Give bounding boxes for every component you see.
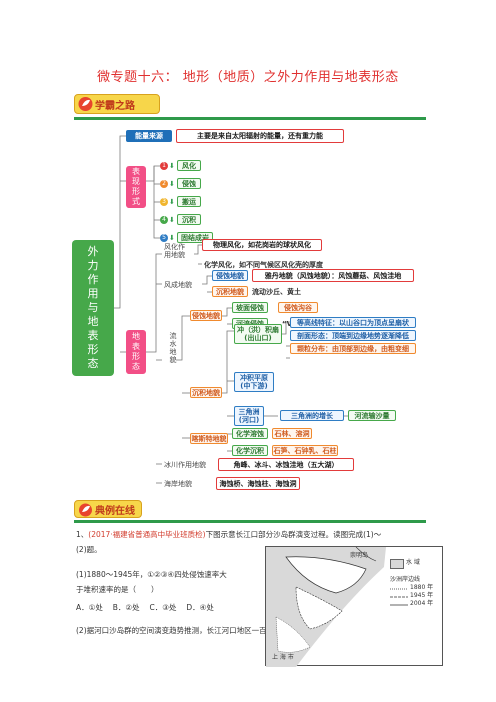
arrow-down-icon: ⬇: [169, 234, 175, 242]
leaf-icon: [78, 97, 93, 111]
dissolution-label: 化学溶蚀: [232, 428, 268, 439]
glacier-landform-content: 角峰、冰斗、冰蚀洼地（五大湖）: [218, 458, 354, 471]
delta-growth: 三角洲的增长: [280, 410, 344, 421]
arrow-left-icon: [344, 415, 348, 417]
map-label-shanghai: 上 海 市: [272, 654, 294, 661]
coast-landform-label: 海岸地貌: [164, 479, 192, 488]
section-badge-study: 学霸之路: [74, 94, 160, 114]
fan-grain-feature: 颗粒分布：由顶部到边缘，由粗变细: [290, 343, 416, 354]
legend-water-swatch: [390, 559, 404, 569]
question-sub1-b: 于堆积速率的是（ ）: [76, 585, 159, 594]
alluvial-plain-label: 冲积平原 (中下游): [234, 372, 274, 392]
water-landform-label: 流水地貌: [169, 332, 177, 364]
step-1-icon: 1: [160, 162, 168, 170]
section-badge-label: 学霸之路: [95, 100, 135, 112]
form-transport: 搬运: [177, 196, 201, 207]
map-label-chongming: 崇明岛: [350, 552, 369, 559]
form-weathering: 风化: [177, 160, 201, 171]
leaf-icon: [79, 503, 92, 517]
legend-1880: 1880 年: [410, 584, 434, 591]
arrow-down-icon: ⬇: [169, 198, 175, 206]
wind-deposition-label: 沉积地貌: [212, 286, 248, 297]
weathering-landform-label: 风化作用地貌: [164, 243, 185, 259]
arrow-right-icon: [264, 415, 278, 417]
fan-contour-feature: 等高线特征：以山谷口为顶点呈扇状: [290, 317, 416, 328]
slope-erosion-label: 坡面侵蚀: [232, 302, 268, 313]
water-deposition-label: 沉积地貌: [190, 387, 222, 398]
dissolution-content: 石林、溶洞: [272, 428, 312, 439]
landforms-label: 地表形态: [126, 330, 146, 374]
mind-map: 外力作 用与地 表形态 能量来源 主要是来自太阳辐射的能量，还有重力能 表现形式…: [72, 126, 416, 490]
map-drawing: [266, 547, 386, 667]
question-line-2: (2)题。: [76, 545, 102, 554]
page-title: 微专题十六： 地形（地质）之外力作用与地表形态: [97, 70, 399, 85]
legend-1945: 1945 年: [410, 592, 434, 599]
section-divider: [74, 520, 426, 523]
section-badge-label: 典例在线: [95, 505, 135, 517]
chem-deposition-content: 石笋、石钟乳、石柱: [272, 445, 338, 456]
chemical-weathering: 化学风化，如不同气候区风化壳的厚度: [204, 260, 323, 269]
step-4-icon: 4: [160, 216, 168, 224]
step-5-icon: 5: [160, 234, 168, 242]
section-divider: [74, 117, 426, 120]
wind-landform-label: 风成地貌: [164, 280, 192, 289]
question-line-1: 1、(2017·福建省普通高中毕业班质检)下图示意长江口部分沙岛群演变过程。读图…: [76, 530, 382, 539]
chem-deposition-label: 化学沉积: [232, 445, 268, 456]
question-sub2: (2)据河口沙岛群的空间演变趋势推测，长江河口地区一百多年来( ): [76, 626, 310, 635]
mind-map-connectors: [114, 135, 290, 484]
legend-line-1945: [390, 596, 408, 598]
water-erosion-label: 侵蚀地貌: [190, 310, 222, 321]
arrow-down-icon: ⬇: [169, 180, 175, 188]
karst-label: 喀斯特地貌: [190, 433, 228, 444]
legend-line-2004: [390, 604, 408, 606]
delta-label: 三角洲 (河口): [234, 406, 264, 426]
question-options: A．①处 B．②处 C．③处 D．④处: [76, 603, 214, 612]
section-badge-example: 典例在线: [74, 500, 142, 518]
step-2-icon: 2: [160, 180, 168, 188]
legend-shoreline-title: 沙洲岸边线: [390, 576, 421, 583]
slope-erosion-content: 侵蚀沟谷: [278, 302, 318, 313]
coast-landform-content: 海蚀桥、海蚀柱、海蚀洞: [216, 477, 300, 490]
energy-source-content: 主要是来自太阳辐射的能量，还有重力能: [176, 129, 344, 143]
legend-line-1880: [390, 588, 408, 590]
energy-source-label: 能量来源: [126, 130, 172, 142]
fan-profile-feature: 剖面形态：顶端到边缘地势逐渐降低: [290, 330, 416, 341]
glacier-landform-label: 冰川作用地貌: [164, 460, 206, 469]
legend-2004: 2004 年: [410, 600, 434, 607]
form-erosion: 侵蚀: [177, 178, 201, 189]
physical-weathering: 物理风化，如花岗岩的球状风化: [202, 239, 322, 251]
form-lithification: 固结成岩: [177, 232, 213, 243]
root-node: 外力作 用与地 表形态: [72, 240, 114, 376]
arrow-down-icon: ⬇: [169, 162, 175, 170]
legend-water: 水 域: [406, 559, 420, 566]
wind-deposition-content: 流动沙丘、黄土: [252, 287, 301, 296]
sandbar-evolution-map: 崇明岛 上 海 市 水 域 沙洲岸边线 1880 年 1945 年 2004 年: [265, 546, 443, 667]
wind-erosion-label: 侵蚀地貌: [212, 270, 248, 281]
alluvial-fan-label: 冲（洪）积扇 (出山口): [234, 324, 282, 344]
forms-label: 表现形式: [126, 166, 146, 208]
step-3-icon: 3: [160, 198, 168, 206]
wind-erosion-content: 雅丹地貌（风蚀地貌）：风蚀蘑菇、风蚀洼地: [252, 269, 414, 282]
river-sediment-load: 河流输沙量: [348, 410, 396, 421]
arrow-down-icon: ⬇: [169, 216, 175, 224]
form-deposition: 沉积: [177, 214, 201, 225]
question-sub1-a: (1)1880～1945年，①②③④四处侵蚀速率大: [76, 570, 227, 579]
